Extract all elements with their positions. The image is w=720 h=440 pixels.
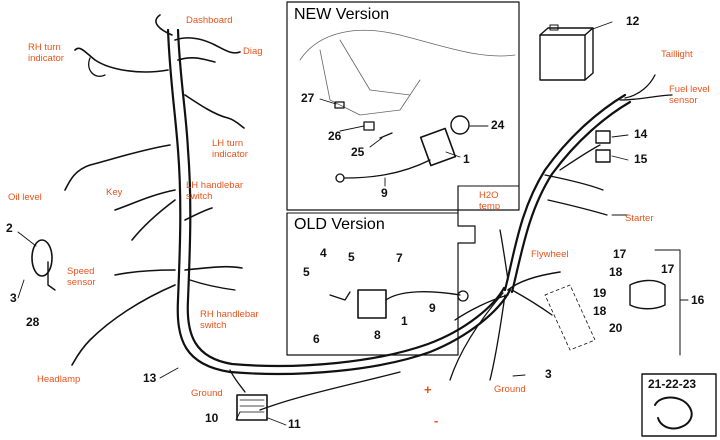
callout-17b: 17: [661, 262, 675, 276]
callout-12: 12: [626, 14, 640, 28]
label-ground-right: Ground: [494, 384, 526, 395]
callout-14: 14: [634, 127, 648, 141]
label-dashboard: Dashboard: [186, 15, 233, 26]
callout-26: 26: [328, 129, 342, 143]
label-rh-handlebar-switch: RH handlebar switch: [200, 309, 259, 331]
old-version-title: OLD Version: [294, 216, 385, 233]
regulator-shape: [236, 394, 268, 421]
kit-box: [641, 373, 717, 437]
label-taillight: Taillight: [661, 49, 693, 60]
callout-4: 4: [320, 246, 327, 260]
battery-shape: [539, 34, 586, 81]
callout-5b: 5: [348, 250, 355, 264]
callout-18a: 18: [609, 265, 623, 279]
callout-9-new: 9: [381, 186, 388, 200]
callout-6: 6: [313, 332, 320, 346]
label-diag: Diag: [243, 46, 263, 57]
label-h2o-temp: H2O temp: [479, 190, 501, 212]
label-key: Key: [106, 187, 123, 198]
harness-trunk-inner: [176, 28, 506, 368]
new-version-title: NEW Version: [294, 6, 390, 23]
callout-3-right: 3: [545, 367, 552, 381]
callout-11: 11: [288, 417, 301, 431]
label-lh-turn-indicator: LH turn indicator: [212, 138, 248, 160]
label-minus: -: [434, 413, 439, 428]
callout-18b: 18: [593, 304, 607, 318]
label-lh-handlebar-switch: LH handlebar switch: [186, 180, 244, 202]
callout-9-old: 9: [429, 301, 436, 315]
callout-2: 2: [6, 221, 13, 235]
callout-27: 27: [301, 91, 315, 105]
callout-19: 19: [593, 286, 607, 300]
callout-17a: 17: [613, 247, 627, 261]
callout-10: 10: [205, 411, 219, 425]
callout-25: 25: [351, 145, 365, 159]
label-oil-level: Oil level: [8, 192, 42, 203]
callout-13: 13: [143, 371, 157, 385]
new-box-right-edge: [286, 1, 520, 214]
callout-7: 7: [396, 251, 403, 265]
rear-harness-b: [510, 100, 632, 294]
label-starter: Starter: [625, 213, 654, 224]
callout-24: 24: [491, 118, 505, 132]
old-version-box: [286, 185, 476, 356]
relay-14-shape: [595, 130, 611, 144]
ecu-new-shape: [419, 127, 457, 167]
callout-1-old: 1: [401, 314, 408, 328]
ecu-old-shape: [357, 289, 387, 319]
callout-3-left: 3: [10, 291, 17, 305]
horn-shape: [31, 239, 53, 277]
callout-8: 8: [374, 328, 381, 342]
callout-20: 20: [609, 321, 623, 335]
label-rh-turn-indicator: RH turn indicator: [28, 42, 64, 64]
kit-label: 21-22-23: [648, 377, 697, 391]
relay-15-shape: [595, 149, 611, 163]
callout-16: 16: [691, 293, 705, 307]
label-speed-sensor: Speed sensor: [67, 266, 96, 288]
label-plus: +: [424, 382, 432, 397]
callout-1-new: 1: [463, 152, 470, 166]
label-flywheel: Flywheel: [531, 249, 569, 260]
callout-28: 28: [26, 315, 40, 329]
label-fuel-level-sensor: Fuel level sensor: [669, 84, 710, 106]
callout-5a: 5: [303, 265, 310, 279]
label-ground-left: Ground: [191, 388, 223, 399]
harness-trunk-outer: [166, 28, 512, 376]
rear-harness-a: [503, 93, 627, 292]
label-headlamp: Headlamp: [37, 374, 81, 385]
callout-15: 15: [634, 152, 648, 166]
